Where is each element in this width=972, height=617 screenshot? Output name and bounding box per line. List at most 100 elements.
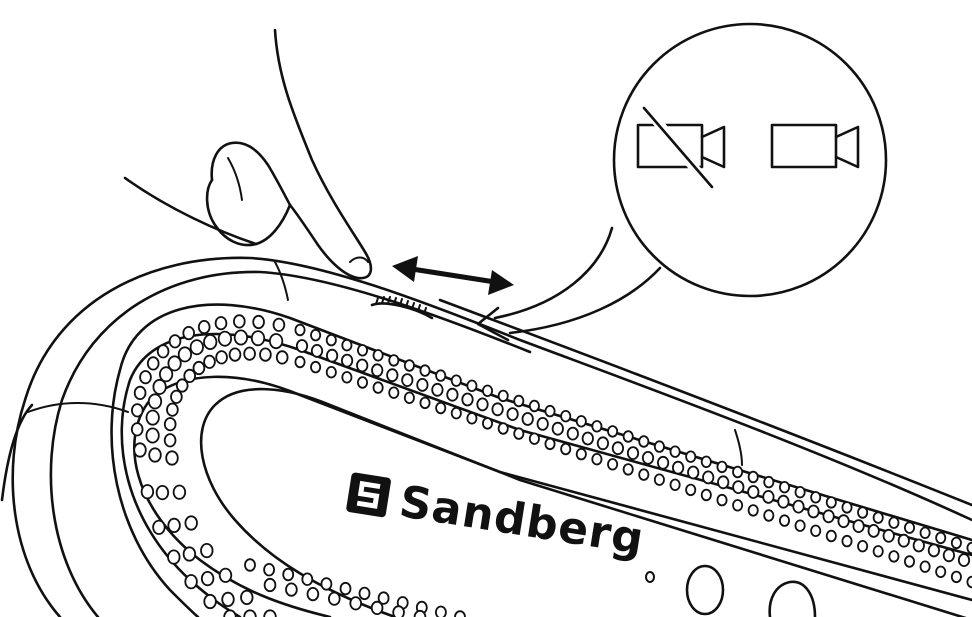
grille-hole: [779, 481, 791, 494]
grille-hole: [446, 387, 459, 402]
grille-hole: [131, 403, 144, 418]
grille-hole: [607, 425, 619, 438]
grille-hole: [544, 437, 556, 451]
grille-hole: [184, 574, 198, 590]
grille-hole: [792, 499, 805, 514]
grille-hole: [167, 355, 182, 372]
speakerphone-body: [0, 256, 972, 617]
grille-hole: [166, 402, 179, 417]
grille-hole: [491, 402, 504, 417]
grille-hole: [685, 483, 697, 497]
grille-hole: [528, 432, 540, 445]
grille-hole: [285, 582, 298, 597]
grille-hole: [622, 430, 634, 443]
pointer-arrow-icon: [476, 226, 662, 342]
grille-hole: [130, 422, 144, 437]
grille-hole: [263, 609, 277, 617]
grille-hole: [340, 353, 354, 368]
grille-hole: [147, 393, 163, 410]
grille-hole: [747, 485, 760, 499]
sandberg-logo: Sandberg ®: [346, 472, 648, 565]
grille-hole: [566, 426, 579, 441]
grille-hole: [259, 347, 272, 362]
slider-switch-icon[interactable]: [370, 296, 434, 320]
grille-hole: [904, 555, 916, 568]
grille-hole: [435, 369, 447, 382]
grille-hole: [513, 427, 525, 440]
grille-hole: [454, 610, 466, 617]
grille-hole: [182, 546, 197, 562]
grille-hole: [638, 435, 650, 448]
grille-hole: [177, 346, 192, 363]
grille-hole: [544, 404, 556, 418]
grille-hole: [392, 605, 405, 617]
grille-hole: [156, 344, 170, 359]
indicator-light: [645, 571, 655, 583]
grille-hole: [217, 330, 232, 347]
grille-hole: [349, 596, 363, 611]
grille-hole: [927, 543, 941, 558]
grille-hole: [183, 368, 197, 383]
grille-hole: [172, 484, 187, 500]
grille-hole: [466, 412, 478, 425]
grille-hole: [611, 441, 625, 456]
grille-hole: [214, 316, 228, 331]
grille-hole: [497, 389, 509, 403]
grille-hole: [388, 354, 400, 367]
grille-hole: [221, 591, 235, 608]
grille-hole: [622, 463, 634, 476]
grille-hole: [240, 589, 254, 606]
grille-hole: [155, 484, 170, 501]
grille-hole: [656, 455, 670, 470]
grille-hole: [919, 560, 931, 573]
grille-hole: [942, 548, 956, 563]
grille-hole: [763, 475, 775, 489]
grille-hole: [233, 329, 248, 346]
grille-hole: [301, 572, 314, 586]
grille-hole: [325, 348, 339, 363]
grille-hole: [476, 397, 489, 412]
grille-hole: [295, 339, 309, 353]
grille-hole: [669, 445, 681, 458]
grille-hole: [450, 374, 462, 387]
grille-hole: [275, 350, 289, 365]
grille-hole: [215, 350, 228, 365]
grille-hole: [521, 412, 534, 426]
grille-hole: [310, 343, 324, 358]
grille-hole: [372, 381, 384, 394]
front-button-right[interactable]: [768, 580, 817, 617]
grille-hole: [481, 384, 493, 398]
grille-hole: [203, 333, 218, 350]
grille-hole: [966, 575, 972, 589]
grille-hole: [320, 577, 333, 591]
grille-hole: [272, 317, 286, 332]
grille-hole: [794, 519, 806, 532]
grille-hole: [372, 349, 384, 362]
grille-hole: [653, 473, 665, 486]
grille-hole: [872, 545, 884, 558]
grille-hole: [591, 453, 603, 466]
speaker-grille: [110, 303, 972, 617]
grille-hole: [747, 504, 759, 517]
grille-hole: [140, 484, 155, 500]
grille-hole: [294, 323, 306, 337]
grille-hole: [168, 334, 182, 349]
grille-hole: [638, 468, 650, 481]
grille-hole: [228, 347, 242, 362]
grille-hole: [197, 319, 211, 335]
grille-hole: [497, 422, 509, 435]
grille-hole: [807, 504, 820, 519]
grille-hole: [252, 314, 265, 330]
grille-hole: [575, 415, 587, 428]
grille-hole: [513, 394, 525, 408]
grille-hole: [957, 553, 971, 567]
grille-hole: [170, 389, 183, 404]
grille-hole: [294, 355, 306, 369]
grille-hole: [591, 420, 603, 433]
grille-hole: [935, 531, 947, 545]
grille-hole: [882, 528, 895, 543]
front-button-left[interactable]: [685, 564, 725, 616]
grille-hole: [560, 442, 572, 456]
grille-hole: [358, 586, 371, 601]
grille-hole: [310, 328, 322, 342]
